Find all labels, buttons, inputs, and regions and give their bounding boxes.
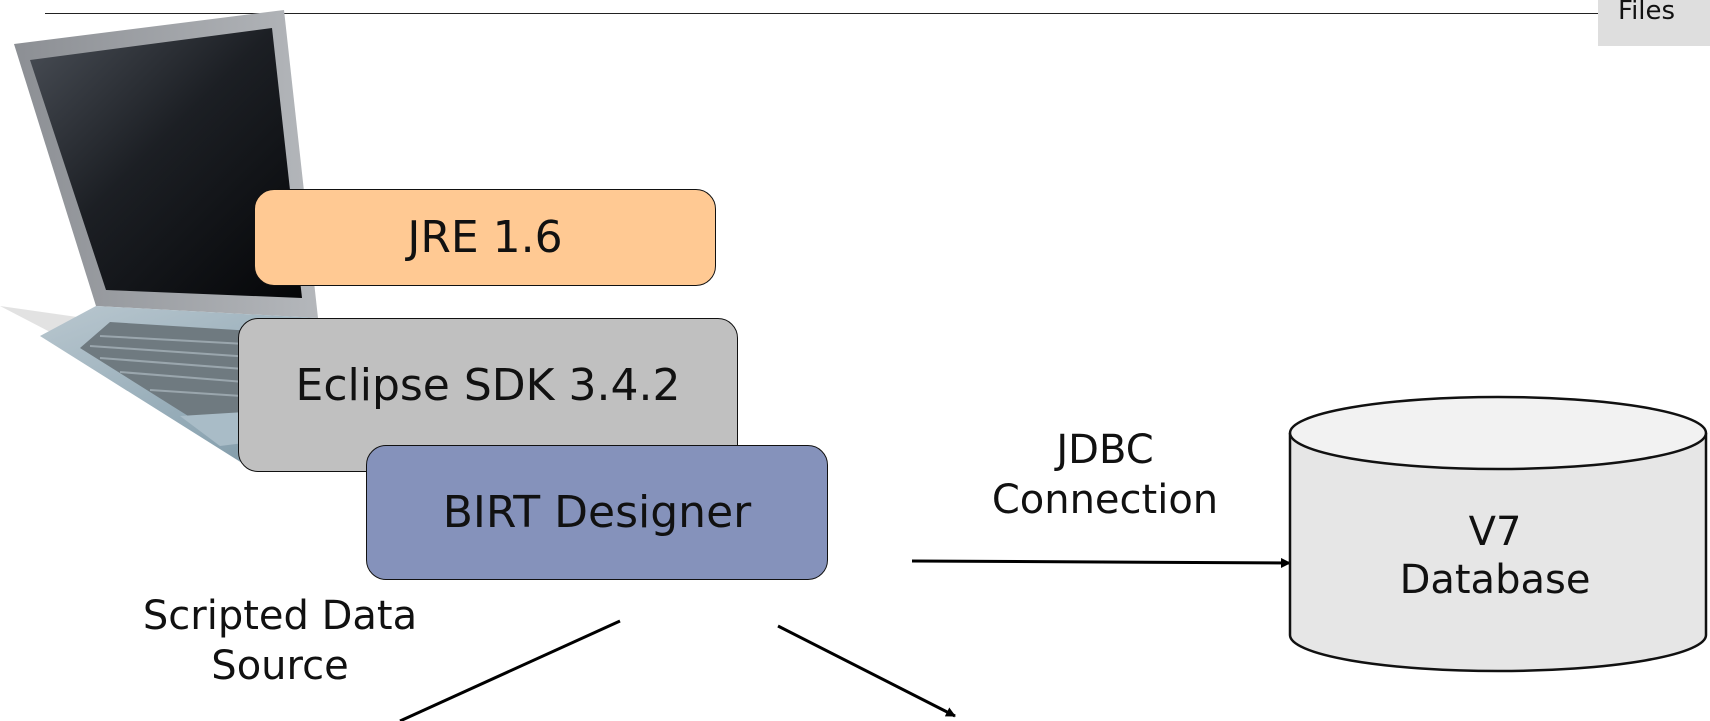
birt-designer-box: BIRT Designer [366, 445, 828, 580]
database-label-line1: V7 [1468, 509, 1522, 555]
jdbc-connection-arrow [911, 557, 1291, 568]
scripted-label-line1: Scripted Data [142, 593, 418, 639]
output-arrow [777, 624, 956, 718]
jdbc-connection-label: JDBC Connection [980, 425, 1230, 525]
jre-label: JRE 1.6 [407, 212, 563, 263]
database-label: V7 Database [1320, 508, 1670, 604]
scripted-data-source-label: Scripted Data Source [100, 591, 460, 691]
header-rule [45, 13, 1710, 14]
database-cylinder [1288, 395, 1708, 673]
files-tab[interactable]: Files [1598, 0, 1710, 46]
scripted-source-connector [399, 619, 621, 721]
jdbc-label-line1: JDBC [1056, 427, 1154, 473]
jre-box: JRE 1.6 [254, 189, 716, 286]
jdbc-label-line2: Connection [991, 477, 1219, 523]
eclipse-sdk-label: Eclipse SDK 3.4.2 [295, 359, 681, 411]
database-label-line2: Database [1399, 557, 1591, 603]
scripted-label-line2: Source [211, 643, 349, 689]
files-tab-label: Files [1618, 0, 1676, 26]
birt-designer-label: BIRT Designer [442, 487, 752, 538]
